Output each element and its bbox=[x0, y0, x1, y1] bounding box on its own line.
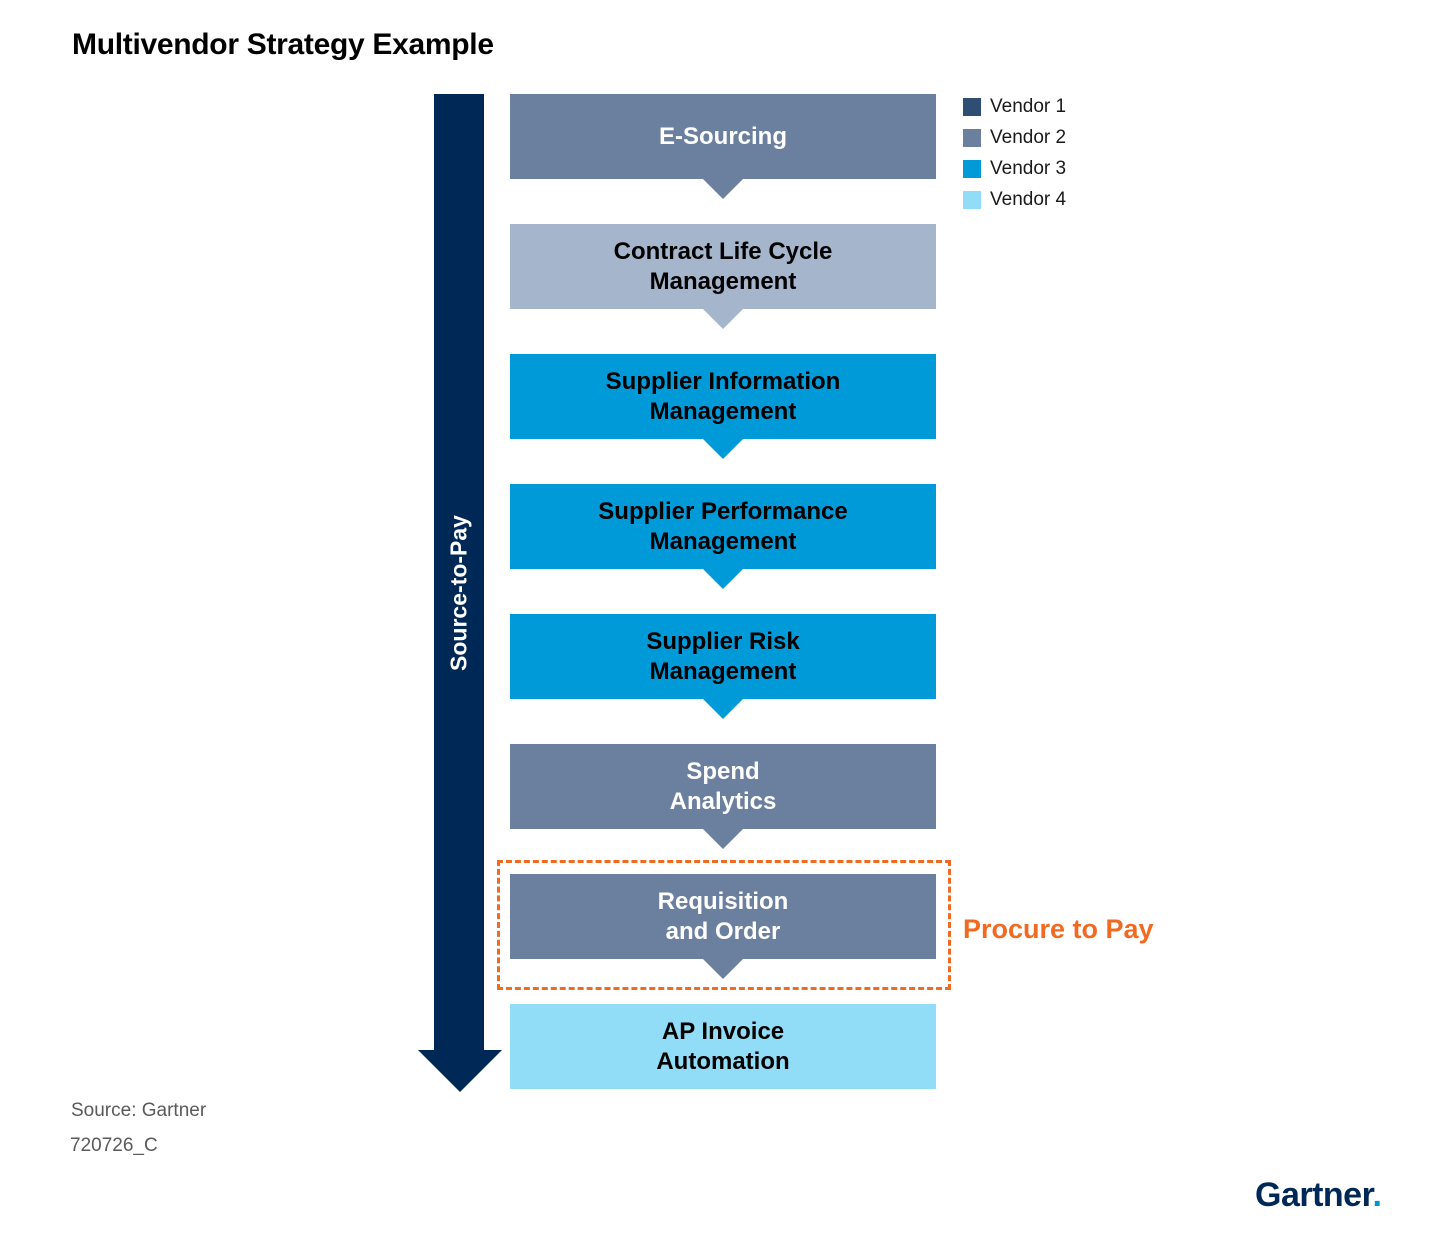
logo-dot: . bbox=[1372, 1176, 1382, 1214]
legend-item: Vendor 4 bbox=[963, 184, 1066, 215]
source-to-pay-label: Source-to-Pay bbox=[445, 515, 472, 671]
procure-to-pay-highlight bbox=[497, 860, 951, 990]
source-to-pay-arrow bbox=[434, 94, 484, 1052]
step-connector-notch bbox=[703, 829, 743, 849]
step-box: Spend Analytics bbox=[510, 744, 936, 849]
legend-item: Vendor 1 bbox=[963, 91, 1066, 122]
step-box: Supplier Performance Management bbox=[510, 484, 936, 589]
legend-swatch bbox=[963, 190, 981, 209]
step-connector-notch bbox=[703, 439, 743, 459]
step-connector-notch bbox=[703, 699, 743, 719]
step-label: Requisition and Order bbox=[657, 887, 789, 945]
figure-code: 720726_C bbox=[70, 1135, 158, 1156]
step-box: Requisition and Order bbox=[510, 874, 936, 979]
legend-swatch bbox=[963, 159, 981, 178]
step-box: AP Invoice Automation bbox=[510, 1004, 936, 1089]
procure-to-pay-label: Procure to Pay bbox=[963, 914, 1154, 944]
step-label: Supplier Risk Management bbox=[646, 627, 800, 685]
step-box: E-Sourcing bbox=[510, 94, 936, 199]
step-connector-notch bbox=[703, 179, 743, 199]
step-connector-notch bbox=[703, 309, 743, 329]
step-connector-notch bbox=[703, 959, 743, 979]
legend-label: Vendor 3 bbox=[990, 157, 1067, 179]
step-label: E-Sourcing bbox=[658, 122, 787, 150]
step-label: Supplier Performance Management bbox=[598, 497, 848, 555]
step-connector-notch bbox=[703, 569, 743, 589]
legend-swatch bbox=[963, 128, 981, 147]
step-box: Supplier Information Management bbox=[510, 354, 936, 459]
gartner-logo: Gartner. bbox=[1255, 1176, 1382, 1215]
step-box: Supplier Risk Management bbox=[510, 614, 936, 719]
step-box: Contract Life Cycle Management bbox=[510, 224, 936, 329]
step-label: Spend Analytics bbox=[669, 757, 777, 815]
legend: Vendor 1 Vendor 2 Vendor 3 Vendor 4 bbox=[963, 91, 1066, 215]
legend-label: Vendor 4 bbox=[990, 188, 1067, 210]
diagram-title: Multivendor Strategy Example bbox=[72, 28, 494, 61]
legend-item: Vendor 2 bbox=[963, 122, 1066, 153]
step-label: AP Invoice Automation bbox=[656, 1017, 790, 1075]
source-note: Source: Gartner bbox=[71, 1100, 207, 1121]
legend-label: Vendor 1 bbox=[990, 95, 1067, 117]
logo-text: Gartner bbox=[1255, 1176, 1373, 1214]
legend-item: Vendor 3 bbox=[963, 153, 1066, 184]
legend-label: Vendor 2 bbox=[990, 126, 1067, 148]
legend-swatch bbox=[963, 97, 981, 116]
step-label: Supplier Information Management bbox=[605, 367, 841, 425]
step-label: Contract Life Cycle Management bbox=[613, 237, 833, 295]
arrow-head bbox=[418, 1050, 502, 1092]
